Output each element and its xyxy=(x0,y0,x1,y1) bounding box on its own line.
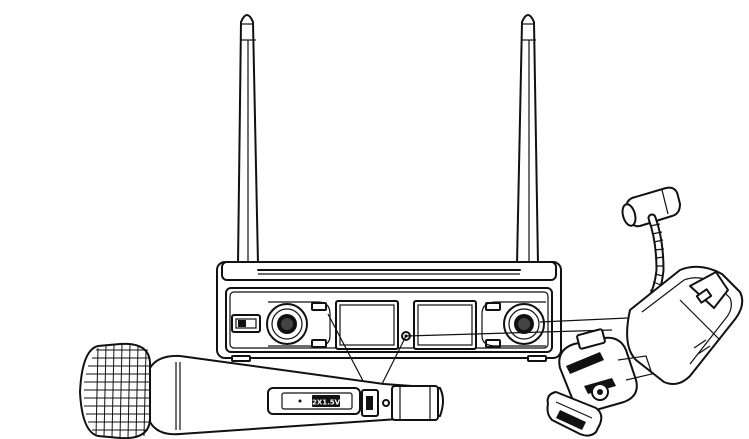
right-antenna xyxy=(516,14,539,265)
left-indicator-bottom xyxy=(311,339,327,348)
left-display xyxy=(335,300,399,350)
right-volume-knob-icon xyxy=(503,303,545,345)
left-antenna xyxy=(237,14,259,265)
right-display xyxy=(413,300,477,350)
battery-label: 2X1.5V xyxy=(312,399,341,407)
right-indicator-top xyxy=(485,302,501,311)
left-indicator-top xyxy=(311,302,327,311)
mic-grille-icon xyxy=(79,342,151,439)
power-switch-icon xyxy=(231,314,261,333)
bodypack-transmitter xyxy=(626,265,744,385)
instrument-microphone xyxy=(546,186,744,437)
receiver-unit xyxy=(216,261,562,362)
instrument-clamp xyxy=(546,328,653,437)
handheld-microphone: 2X1.5V xyxy=(79,342,444,439)
left-volume-knob-icon xyxy=(266,303,308,345)
mic-capsule-icon xyxy=(621,186,681,228)
